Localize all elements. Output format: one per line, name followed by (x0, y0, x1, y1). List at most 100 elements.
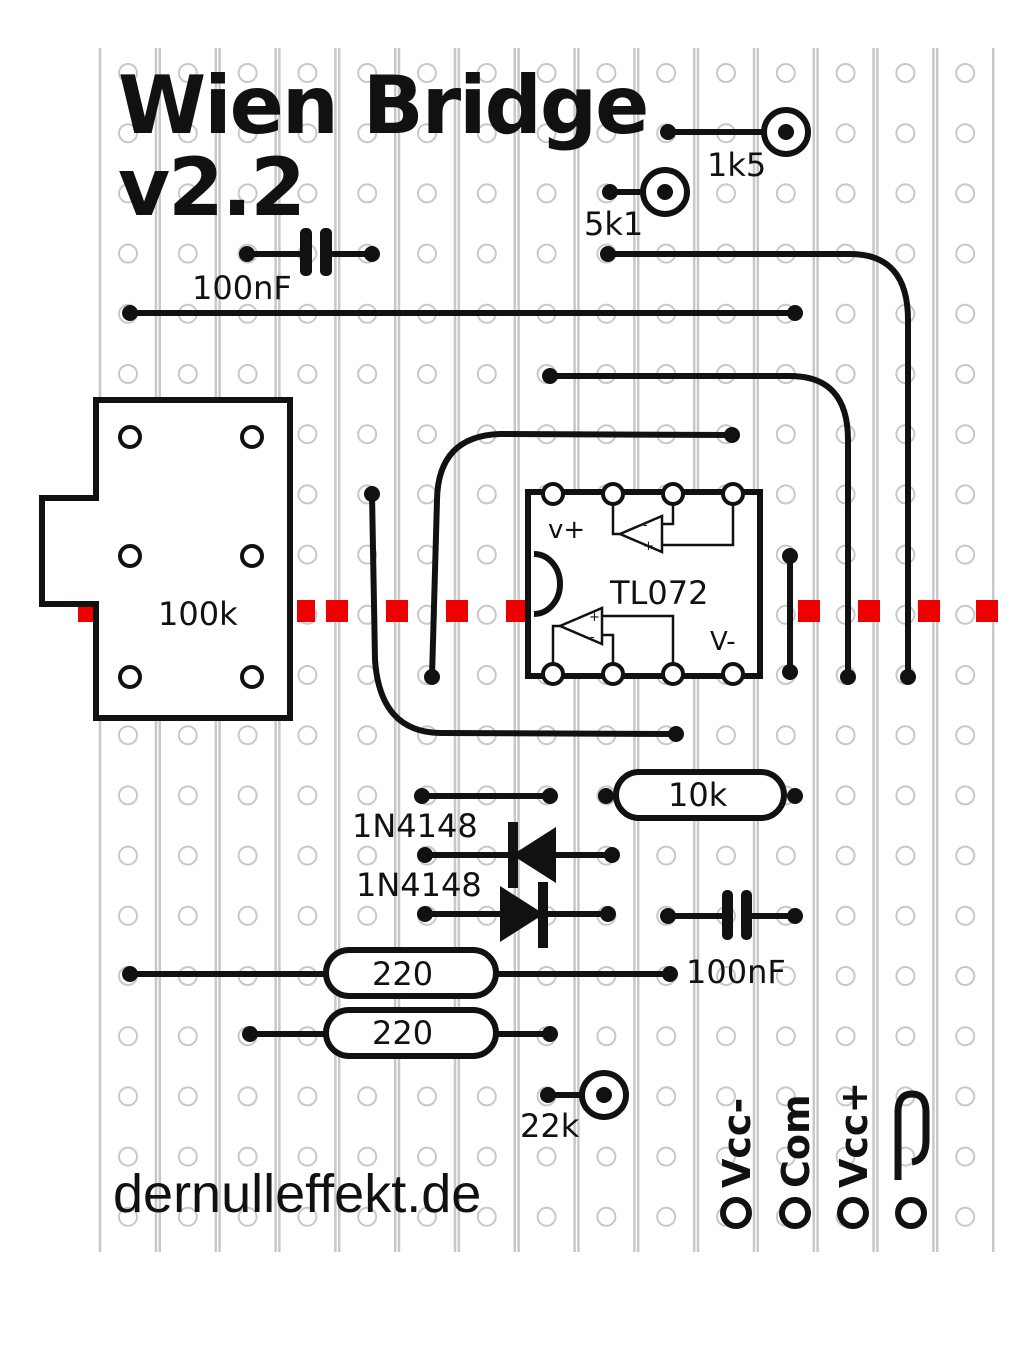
website-label: dernulleffekt.de (113, 1164, 481, 1224)
board-hole (177, 1086, 198, 1107)
label-vcc-minus: Vcc- (715, 1098, 759, 1188)
board-hole (955, 725, 976, 746)
label-trim-5k1: 5k1 (584, 205, 643, 243)
board-hole (775, 845, 796, 866)
board-hole (118, 63, 138, 83)
board-hole (835, 905, 856, 926)
board-hole (177, 364, 198, 384)
board-hole (895, 725, 916, 746)
jumper-wires (127, 129, 911, 1098)
trimmer-1k5 (660, 107, 811, 157)
board-hole (297, 123, 318, 144)
board-hole (417, 243, 437, 264)
board-hole (835, 1086, 856, 1107)
label-trim-22k: 22k (520, 1107, 580, 1145)
board-hole (895, 243, 916, 264)
board-hole (895, 1026, 916, 1047)
board-hole (357, 183, 378, 204)
board-hole (835, 364, 856, 384)
label-ic-vplus: v+ (548, 515, 585, 545)
board-hole (716, 183, 736, 204)
board-hole (895, 123, 916, 144)
label-cap-top: 100nF (192, 269, 292, 307)
board-hole (417, 424, 437, 445)
resistor-220-b (242, 1007, 558, 1059)
board-hole (297, 725, 318, 746)
board-hole (297, 364, 318, 384)
resistor-220-a (122, 947, 678, 999)
board-hole (177, 123, 198, 144)
board-hole (596, 123, 617, 144)
board-hole (476, 1086, 497, 1107)
board-hole (297, 183, 318, 204)
board-hole (716, 845, 736, 866)
label-diode-2: 1N4148 (356, 866, 482, 904)
board-hole (297, 665, 318, 685)
svg-text:-: - (590, 630, 595, 645)
board-hole (835, 966, 856, 986)
board-hole (177, 725, 198, 746)
label-res-10k: 10k (668, 776, 728, 814)
board-hole (775, 63, 796, 83)
board-hole (476, 484, 497, 505)
trimmer-22k (540, 1070, 629, 1120)
board-hole (716, 1086, 736, 1107)
board-hole (118, 364, 138, 384)
board-hole (536, 1146, 557, 1167)
board-hole (297, 845, 318, 866)
board-hole (417, 63, 437, 83)
label-trim-1k5: 1k5 (707, 146, 766, 184)
board-hole (596, 1206, 617, 1227)
title-line-1: Wien Bridge (118, 59, 647, 152)
board-hole (895, 785, 916, 806)
board-hole (775, 1086, 796, 1107)
label-vcc-plus: Vcc+ (832, 1082, 876, 1188)
board-hole (177, 845, 198, 866)
board-hole (716, 1146, 736, 1167)
board-hole (118, 785, 138, 806)
opamp-b-icon: + - (551, 606, 675, 664)
board-hole (476, 63, 497, 83)
label-diode-1: 1N4148 (352, 807, 478, 845)
board-hole (895, 63, 916, 83)
board-hole (237, 1086, 258, 1107)
board-hole (118, 1086, 138, 1107)
board-hole (775, 725, 796, 746)
label-cap-bottom: 100nF (686, 953, 786, 991)
capacitor-100nf-bottom (660, 890, 803, 940)
board-hole (955, 544, 976, 565)
board-hole (835, 183, 856, 204)
solder-points (122, 246, 916, 804)
potentiometer-100k (39, 397, 293, 721)
board-hole (237, 725, 258, 746)
board-hole (955, 785, 976, 806)
resistor-10k (598, 769, 803, 821)
board-hole (955, 364, 976, 384)
board-hole (237, 1206, 258, 1227)
board-hole (835, 785, 856, 806)
board-hole (237, 785, 258, 806)
board-hole (177, 785, 198, 806)
board-hole (417, 183, 437, 204)
svg-text:+: + (643, 539, 654, 554)
board-hole (417, 364, 437, 384)
board-hole (955, 665, 976, 685)
board-hole (955, 966, 976, 986)
board-hole (895, 845, 916, 866)
board-hole (417, 484, 437, 505)
board-hole (955, 1026, 976, 1047)
board-hole (955, 303, 976, 324)
board-hole (955, 123, 976, 144)
board-hole (357, 123, 378, 144)
board-hole (656, 63, 677, 83)
board-hole (536, 243, 557, 264)
board-hole (237, 183, 258, 204)
board-hole (955, 1206, 976, 1227)
board-hole (476, 1206, 497, 1227)
board-hole (476, 1146, 497, 1167)
board-hole (476, 123, 497, 144)
board-hole (357, 424, 378, 445)
board-hole (118, 905, 138, 926)
opamp-a-icon: - + (611, 504, 735, 554)
label-res-220-a: 220 (372, 955, 433, 993)
